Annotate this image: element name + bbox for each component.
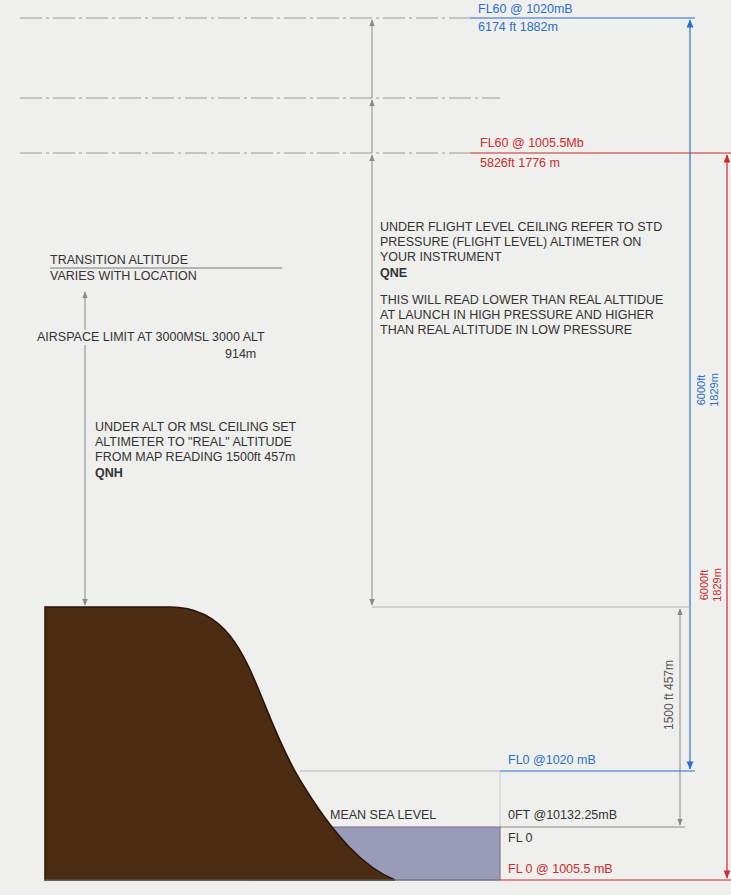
note-text: THIS WILL READ LOWER THAN REAL ALTTIDUE … bbox=[380, 293, 680, 338]
level-label: FL 0 @ 1005.5 mB bbox=[508, 862, 613, 877]
level-label: 5826ft 1776 m bbox=[480, 156, 560, 171]
dimension-label: 1829m bbox=[711, 540, 724, 630]
dimension-arrow-high bbox=[689, 20, 690, 769]
level-line-high bbox=[500, 770, 695, 771]
note-text: UNDER ALT OR MSL CEILING SET ALTIMETER T… bbox=[95, 420, 310, 465]
dimension-label: 6000ft bbox=[695, 345, 708, 435]
dimension-label: 6000ft bbox=[698, 540, 711, 630]
hill-terrain bbox=[45, 607, 395, 880]
vertical-dimension-group: 1500 ft 457m bbox=[662, 630, 677, 760]
note-text: UNDER FLIGHT LEVEL CEILING REFER TO STD … bbox=[380, 220, 680, 265]
level-line-low bbox=[500, 879, 731, 880]
underline bbox=[50, 268, 282, 269]
dimension-arrow-low bbox=[726, 155, 727, 878]
dimension-label: 1500 ft 457m bbox=[662, 630, 677, 760]
level-label: 6174 ft 1882m bbox=[478, 20, 558, 35]
sea-level-label: MEAN SEA LEVEL bbox=[330, 808, 436, 823]
level-label: FL60 @ 1005.5Mb bbox=[480, 136, 584, 151]
dimension-arrow bbox=[372, 155, 373, 605]
dimension-label: 1829m bbox=[708, 345, 721, 435]
dimension-arrow bbox=[372, 100, 373, 153]
level-label: FL60 @ 1020mB bbox=[478, 2, 573, 17]
level-label: FL0 @1020 mB bbox=[508, 753, 596, 768]
level-label: 0FT @10132.25mB bbox=[508, 808, 617, 823]
dimension-arrow bbox=[372, 20, 373, 98]
level-line bbox=[20, 18, 470, 19]
base-line bbox=[45, 880, 500, 881]
launch-level-line bbox=[372, 607, 690, 608]
vertical-dimension-group: 6000ft1829m bbox=[698, 540, 724, 630]
airspace-label: 914m bbox=[225, 347, 256, 362]
setting-name: QNE bbox=[380, 266, 407, 281]
level-line-high bbox=[470, 17, 695, 18]
note-text: TRANSITION ALTITUDE VARIES WITH LOCATION bbox=[50, 252, 235, 284]
setting-name: QNH bbox=[95, 466, 123, 481]
level-line bbox=[20, 153, 470, 154]
sea-level-line bbox=[500, 827, 685, 828]
level-line bbox=[20, 98, 500, 99]
airspace-label: AIRSPACE LIMIT AT 3000MSL 3000 ALT bbox=[35, 330, 267, 345]
dimension-arrow bbox=[680, 609, 681, 825]
level-line-low bbox=[470, 152, 731, 153]
level-line bbox=[300, 771, 500, 772]
vertical-dimension-group: 6000ft1829m bbox=[695, 345, 721, 435]
level-label: FL 0 bbox=[508, 831, 533, 846]
